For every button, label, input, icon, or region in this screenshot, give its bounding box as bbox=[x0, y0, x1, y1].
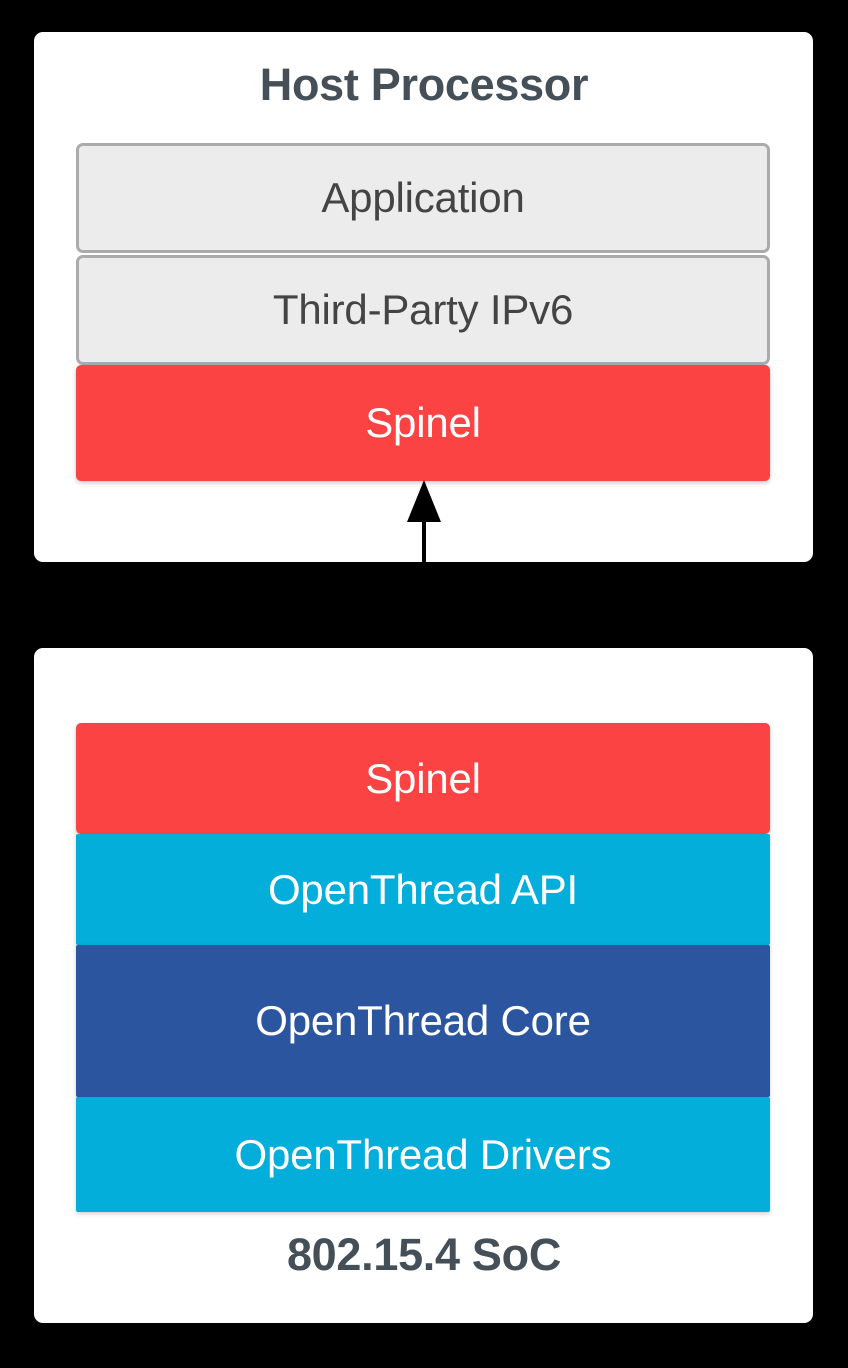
layer-openthread-api: OpenThread API bbox=[76, 834, 770, 945]
layer-application: Application bbox=[76, 143, 770, 253]
soc-title: 802.15.4 SoC bbox=[286, 1229, 562, 1280]
layer-soc-spinel: Spinel bbox=[76, 723, 770, 834]
layer-host-spinel: Spinel bbox=[76, 365, 770, 481]
host-processor-title: Host Processor bbox=[259, 59, 589, 110]
layer-third-party-ipv6: Third-Party IPv6 bbox=[76, 255, 770, 365]
layer-openthread-core: OpenThread Core bbox=[76, 945, 770, 1097]
layer-openthread-drivers: OpenThread Drivers bbox=[76, 1097, 770, 1212]
